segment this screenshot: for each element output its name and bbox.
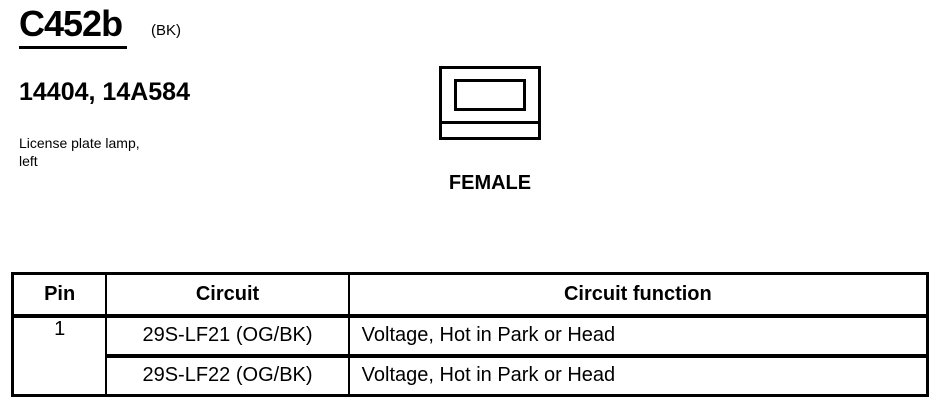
header-function: Circuit function [347, 272, 929, 318]
table-header-row: Pin Circuit Circuit function [11, 272, 929, 318]
table-row: 29S-LF22 (OG/BK) Voltage, Hot in Park or… [13, 354, 929, 397]
part-numbers: 14404, 14A584 [19, 78, 190, 106]
pin-table: Pin Circuit Circuit function 1 29S-LF21 … [11, 272, 929, 397]
description-line-1: License plate lamp, [19, 135, 140, 151]
header-circuit: Circuit [105, 272, 350, 318]
circuit-cell: 29S-LF21 (OG/BK) [105, 314, 350, 358]
connector-id-underline [19, 46, 127, 49]
connector-color: (BK) [151, 22, 181, 39]
connector-slot [454, 79, 526, 111]
function-cell: Voltage, Hot in Park or Head [347, 314, 929, 358]
table-row: 1 29S-LF21 (OG/BK) Voltage, Hot in Park … [11, 314, 929, 397]
connector-id: C452b [19, 3, 123, 44]
connector-face-diagram [439, 66, 541, 140]
header-pin: Pin [11, 272, 108, 318]
circuit-cell: 29S-LF22 (OG/BK) [105, 354, 350, 397]
component-description: License plate lamp, left [19, 134, 219, 170]
function-cell: Voltage, Hot in Park or Head [347, 354, 929, 397]
connector-divider [442, 121, 538, 124]
pin-cell: 1 [11, 314, 108, 397]
description-line-2: left [19, 153, 38, 169]
connector-gender-label: FEMALE [448, 172, 532, 194]
